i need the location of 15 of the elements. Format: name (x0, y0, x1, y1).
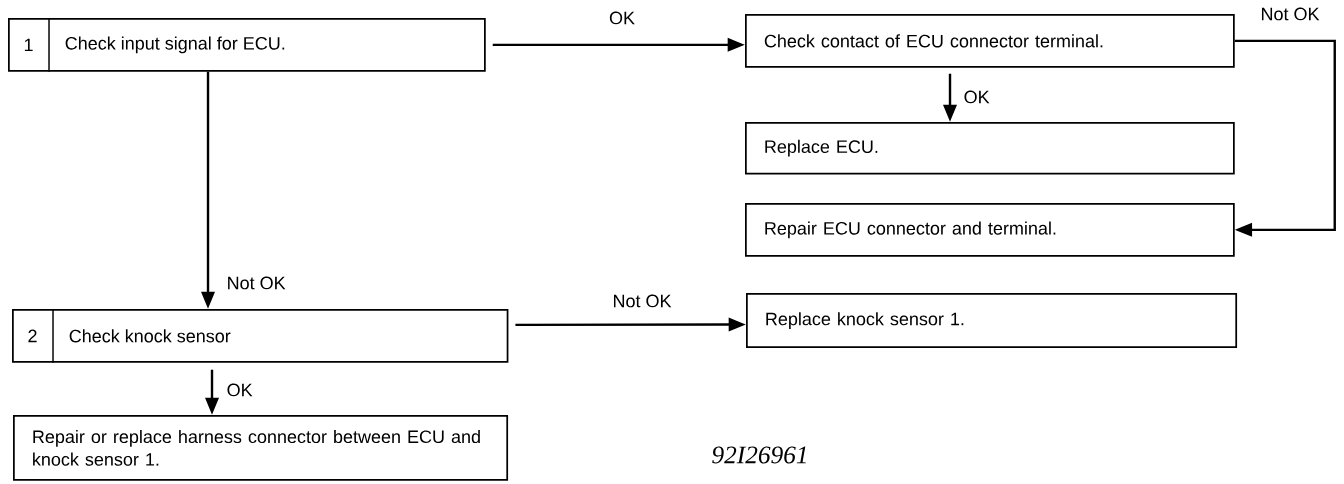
step-box: 1 Check input signal for ECU. (8, 17, 486, 73)
action-box: Repair or replace harness connector between ECU and knock sensor 1. (13, 415, 509, 481)
step-box: 2 Check knock sensor (12, 308, 509, 364)
action-box: Replace knock sensor 1. (746, 293, 1238, 349)
figure-code: 92I26961 (712, 446, 806, 464)
edge-label: Not OK (611, 293, 673, 309)
action-box: Replace ECU. (745, 122, 1235, 175)
edge-label: OK (225, 382, 254, 398)
edge-label: OK (962, 89, 991, 105)
action-box: Check contact of ECU connector terminal. (745, 14, 1235, 68)
edge-label: Not OK (1259, 6, 1321, 22)
edge-label: Not OK (225, 275, 287, 291)
arrow (1234, 39, 1336, 237)
action-box: Repair ECU connector and terminal. (745, 203, 1235, 257)
edge-label: OK (607, 10, 637, 26)
